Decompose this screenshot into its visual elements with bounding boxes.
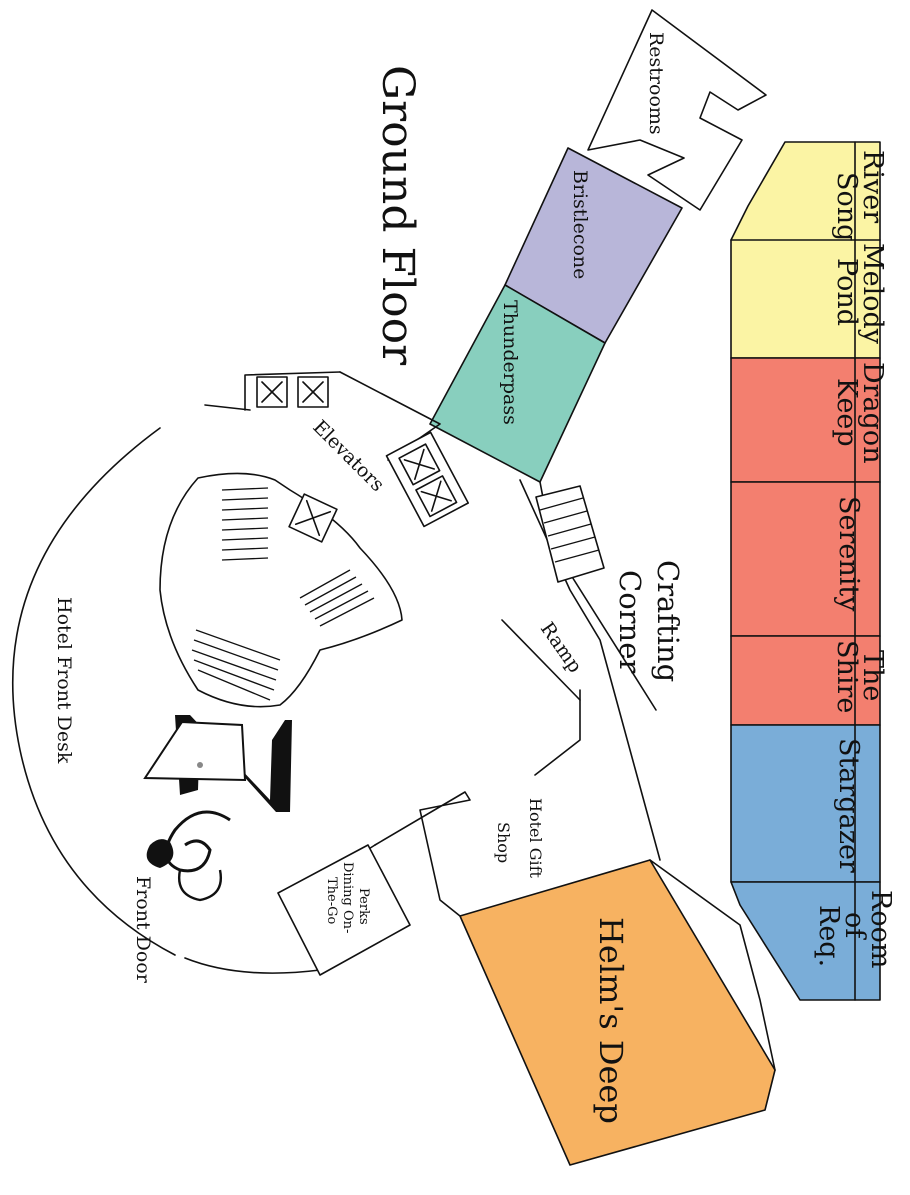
- meeting-room-strip: [730, 141, 881, 1001]
- top-wing: [429, 9, 767, 483]
- corridor-walls: [12, 371, 661, 974]
- label-dragon: Dragon: [857, 362, 888, 464]
- label-corner: Corner: [613, 570, 647, 673]
- label-the-go: The-Go: [324, 877, 339, 925]
- door-icon: [143, 720, 247, 782]
- label-of: of: [839, 912, 870, 940]
- label-dining: Dining On-: [340, 862, 355, 933]
- label-hotel-gift: Hotel Gift: [526, 798, 545, 879]
- room-restrooms[interactable]: [587, 9, 767, 211]
- area-perks-outline[interactable]: [277, 844, 411, 976]
- label-crafting: Crafting: [651, 560, 685, 682]
- room-of-req-block[interactable]: [730, 881, 881, 1001]
- label-restrooms: Restrooms: [645, 32, 667, 135]
- label-hotel-front-desk: Hotel Front Desk: [53, 597, 75, 764]
- label-room: Room: [865, 890, 896, 968]
- label-keep: Keep: [831, 378, 862, 447]
- label-song: Song: [831, 172, 862, 241]
- floor-title: Ground Floor: [372, 65, 423, 366]
- label-ramp: Ramp: [536, 618, 586, 677]
- room-helms-deep[interactable]: [459, 859, 776, 1166]
- label-shire: Shire: [831, 640, 862, 713]
- label-the: The: [857, 650, 888, 701]
- elevator-icon[interactable]: [256, 376, 469, 543]
- hotel-logo-icon: [143, 715, 292, 902]
- label-front-door: Front Door: [132, 876, 154, 984]
- label-stargazer: Stargazer: [833, 738, 864, 873]
- label-bristlecone: Bristlecone: [569, 170, 591, 279]
- label-perks: Perks: [356, 888, 371, 925]
- label-melody: Melody: [857, 243, 888, 345]
- label-thunderpass: Thunderpass: [499, 300, 521, 425]
- label-serenity: Serenity: [833, 496, 864, 612]
- label-req: Req.: [813, 905, 844, 967]
- label-elevators: Elevators: [308, 416, 388, 496]
- label-river: River: [857, 150, 888, 223]
- label-helms-deep: Helm's Deep: [592, 917, 630, 1124]
- label-shop: Shop: [494, 822, 513, 863]
- central-staircase: [159, 472, 403, 708]
- stairs-icon: [535, 485, 605, 583]
- label-pond: Pond: [831, 258, 862, 326]
